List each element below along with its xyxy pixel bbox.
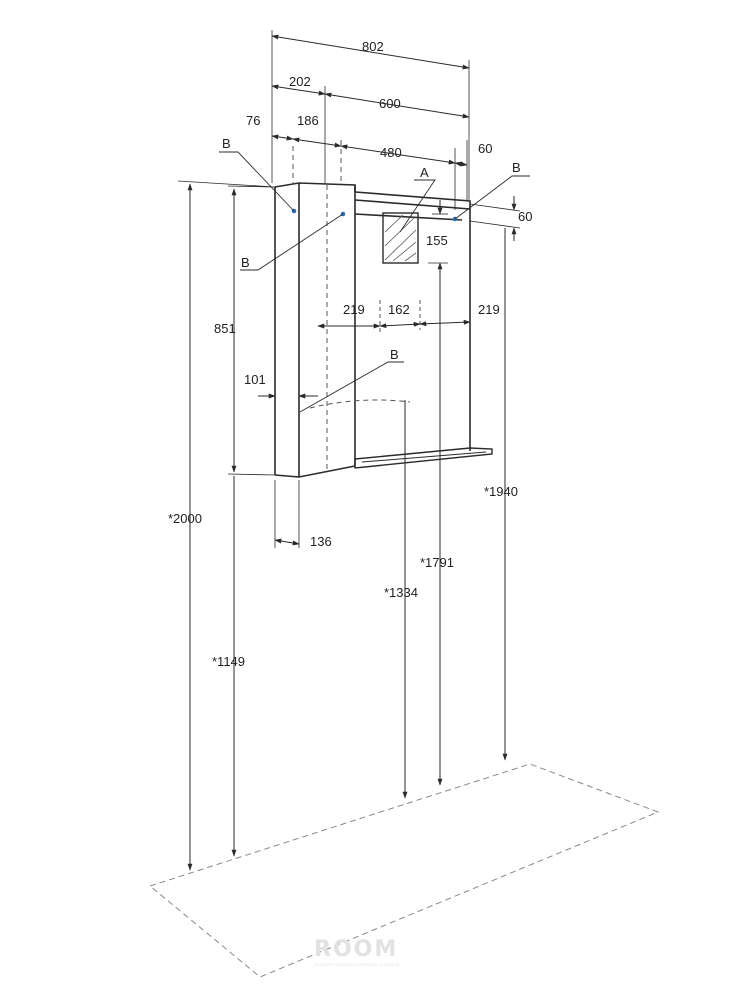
dim-2000: *2000 bbox=[168, 511, 202, 526]
dim-186: 186 bbox=[297, 113, 319, 128]
callout-labels: A B B B B bbox=[222, 136, 521, 362]
dim-600: 600 bbox=[379, 96, 401, 111]
dim-155: 155 bbox=[426, 233, 448, 248]
dim-60-top: 60 bbox=[478, 141, 492, 156]
dim-1940: *1940 bbox=[484, 484, 518, 499]
dim-60-right: 60 bbox=[518, 209, 532, 224]
dim-1334: *1334 bbox=[384, 585, 418, 600]
dim-1149: *1149 bbox=[212, 654, 245, 669]
watermark-logo: ROOM интернет-магазин сантехники и мебел… bbox=[314, 937, 400, 967]
dim-162: 162 bbox=[388, 302, 410, 317]
light-fixture-a bbox=[382, 212, 419, 264]
callout-leaders bbox=[219, 151, 530, 413]
dim-219-left: 219 bbox=[343, 302, 365, 317]
svg-text:ROOM: ROOM bbox=[314, 937, 398, 962]
dim-1791: *1791 bbox=[420, 555, 454, 570]
dimension-labels: 802 202 600 76 186 480 60 60 155 219 162… bbox=[168, 39, 532, 669]
dim-480: 480 bbox=[380, 145, 402, 160]
dim-101: 101 bbox=[244, 372, 266, 387]
dim-136: 136 bbox=[310, 534, 332, 549]
callout-b-top-left: B bbox=[222, 136, 231, 151]
callout-b-mid: B bbox=[241, 255, 250, 270]
dim-851: 851 bbox=[214, 321, 236, 336]
dimension-lines bbox=[177, 30, 521, 871]
floor-plane bbox=[148, 763, 660, 978]
dim-219-right: 219 bbox=[478, 302, 500, 317]
dim-802: 802 bbox=[362, 39, 384, 54]
callout-a: A bbox=[420, 165, 429, 180]
dim-202: 202 bbox=[289, 74, 311, 89]
callout-b-lower: B bbox=[390, 347, 399, 362]
dim-76: 76 bbox=[246, 113, 260, 128]
cabinet-outline bbox=[274, 182, 493, 478]
svg-text:интернет-магазин сантехники и: интернет-магазин сантехники и мебели bbox=[314, 962, 400, 967]
callout-b-top-right: B bbox=[512, 160, 521, 175]
